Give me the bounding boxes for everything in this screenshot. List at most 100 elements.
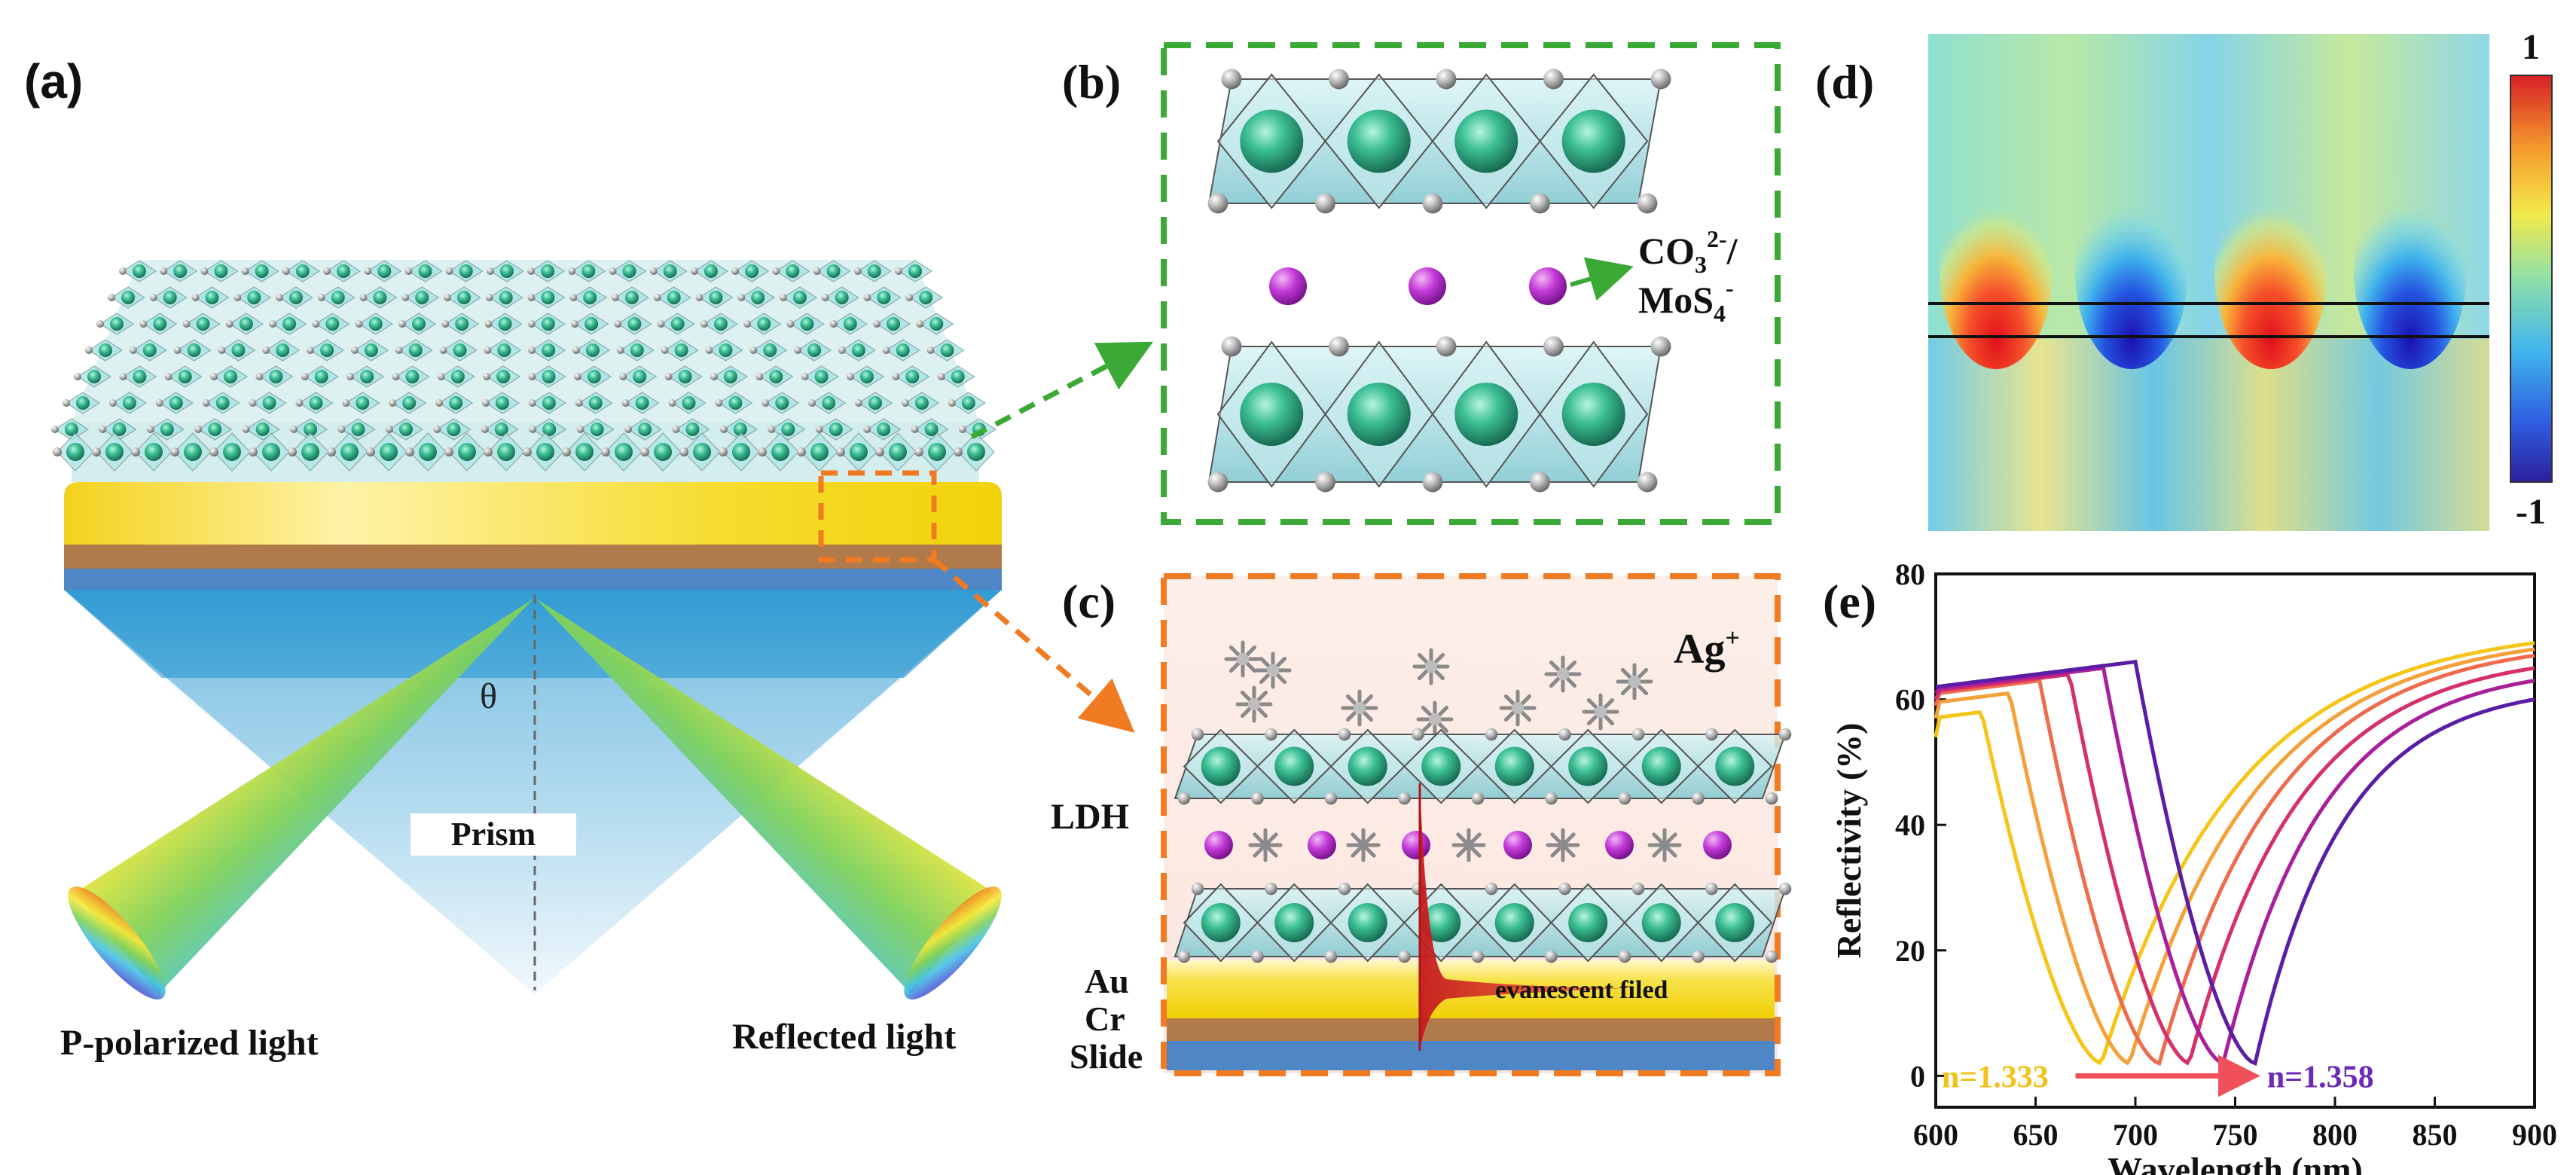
metal-atom	[1494, 903, 1534, 942]
ag-ion-star	[1582, 693, 1619, 731]
oxygen-atom	[92, 447, 101, 456]
oxygen-atom	[895, 267, 902, 275]
ag-ions	[1224, 640, 1653, 738]
oxygen-atom	[1692, 792, 1705, 805]
oxygen-atom	[794, 346, 802, 354]
metal-atom	[1641, 746, 1681, 786]
oxygen-atom	[528, 373, 536, 380]
oxygen-atom	[1191, 728, 1204, 741]
oxygen-atom	[710, 373, 718, 380]
metal-atom	[728, 396, 743, 410]
oxygen-atom	[346, 373, 355, 380]
metal-atom	[105, 443, 124, 461]
metal-atom	[87, 370, 101, 383]
ag-ion-star	[1412, 648, 1450, 685]
angle-theta: θ	[480, 676, 497, 716]
oxygen-atom	[815, 426, 823, 433]
oxygen-atom	[1637, 193, 1658, 214]
metal-atom	[214, 264, 228, 278]
oxygen-atom	[1558, 882, 1571, 896]
metal-atom	[709, 291, 723, 304]
metal-atom	[843, 317, 857, 331]
metal-atom	[351, 423, 365, 436]
metal-atom	[65, 423, 78, 436]
oxygen-atom	[527, 320, 536, 328]
oxygen-atom	[119, 267, 127, 275]
metal-atom	[771, 443, 789, 461]
oxygen-atom	[611, 294, 619, 301]
oxygen-atom	[1265, 728, 1277, 741]
metal-atom	[775, 396, 789, 410]
oxygen-atom	[853, 267, 862, 275]
oxygen-atom	[821, 294, 829, 301]
oxygen-atom	[1705, 728, 1718, 741]
oxygen-atom	[262, 346, 270, 354]
oxygen-atom	[1436, 69, 1457, 90]
oxygen-atom	[749, 346, 758, 354]
ag-ion-star	[1224, 640, 1262, 678]
metal-atom	[719, 343, 733, 357]
oxygen-atom	[719, 447, 728, 456]
oxygen-atom	[829, 320, 838, 328]
oxygen-atom	[657, 320, 665, 328]
panel-a: (a) θ Prism P-polarized light Reflected …	[24, 54, 1154, 1063]
ag-ion-star	[1235, 685, 1273, 723]
x-tick-label: 700	[2113, 1118, 2158, 1152]
oxygen-atom	[1191, 882, 1204, 896]
metal-atom	[633, 370, 647, 383]
oxygen-atom	[108, 399, 117, 407]
metal-atom	[678, 370, 692, 383]
oxygen-atom	[1251, 950, 1264, 963]
series-line	[1935, 659, 2535, 1067]
oxygen-atom	[481, 426, 489, 433]
metal-atom	[961, 396, 975, 410]
oxygen-atom	[290, 426, 298, 433]
oxygen-atom	[914, 447, 923, 456]
metal-atom	[786, 264, 800, 278]
oxygen-atom	[572, 346, 580, 354]
oxygen-atom	[1637, 472, 1658, 493]
oxygen-atom	[484, 320, 493, 328]
metal-atom	[615, 443, 633, 461]
oxygen-atom	[700, 320, 708, 328]
metal-atom	[951, 370, 965, 383]
oxygen-atom	[327, 447, 336, 456]
metal-atom	[792, 291, 807, 304]
oxygen-atom	[719, 426, 728, 433]
oxygen-atom	[350, 346, 359, 354]
oxygen-atom	[1207, 472, 1228, 493]
oxygen-atom	[569, 294, 578, 301]
metal-atom	[1240, 383, 1304, 446]
oxygen-atom	[242, 426, 250, 433]
evanescent-label: evanescent filed	[1495, 976, 1668, 1004]
colorbar-min: -1	[2516, 492, 2546, 532]
oxygen-atom	[323, 267, 331, 275]
metal-atom	[1454, 109, 1518, 173]
oxygen-atom	[359, 294, 368, 301]
metal-atom	[231, 343, 246, 357]
metal-atom	[224, 370, 238, 383]
metal-atom	[584, 317, 599, 331]
oxygen-atom	[1324, 950, 1338, 963]
metal-atom	[751, 291, 765, 304]
oxygen-atom	[269, 320, 277, 328]
oxygen-atom	[249, 447, 258, 456]
oxygen-atom	[1398, 950, 1411, 963]
x-tick-label: 900	[2512, 1118, 2557, 1152]
series-line	[1934, 666, 2535, 1066]
metal-atom	[145, 443, 163, 461]
oxygen-atom	[672, 426, 680, 433]
metal-atom	[583, 291, 597, 304]
oxygen-atom	[1530, 472, 1550, 493]
metal-atom	[1568, 746, 1608, 786]
metal-atom	[411, 317, 426, 331]
slide-label: Slide	[1070, 1037, 1143, 1076]
oxygen-atom	[441, 320, 450, 328]
metal-atom	[215, 396, 230, 410]
metal-atom	[585, 343, 600, 357]
oxygen-atom	[241, 267, 249, 275]
metal-atom	[541, 317, 555, 331]
oxygen-atom	[342, 399, 350, 407]
metal-atom	[541, 291, 555, 304]
